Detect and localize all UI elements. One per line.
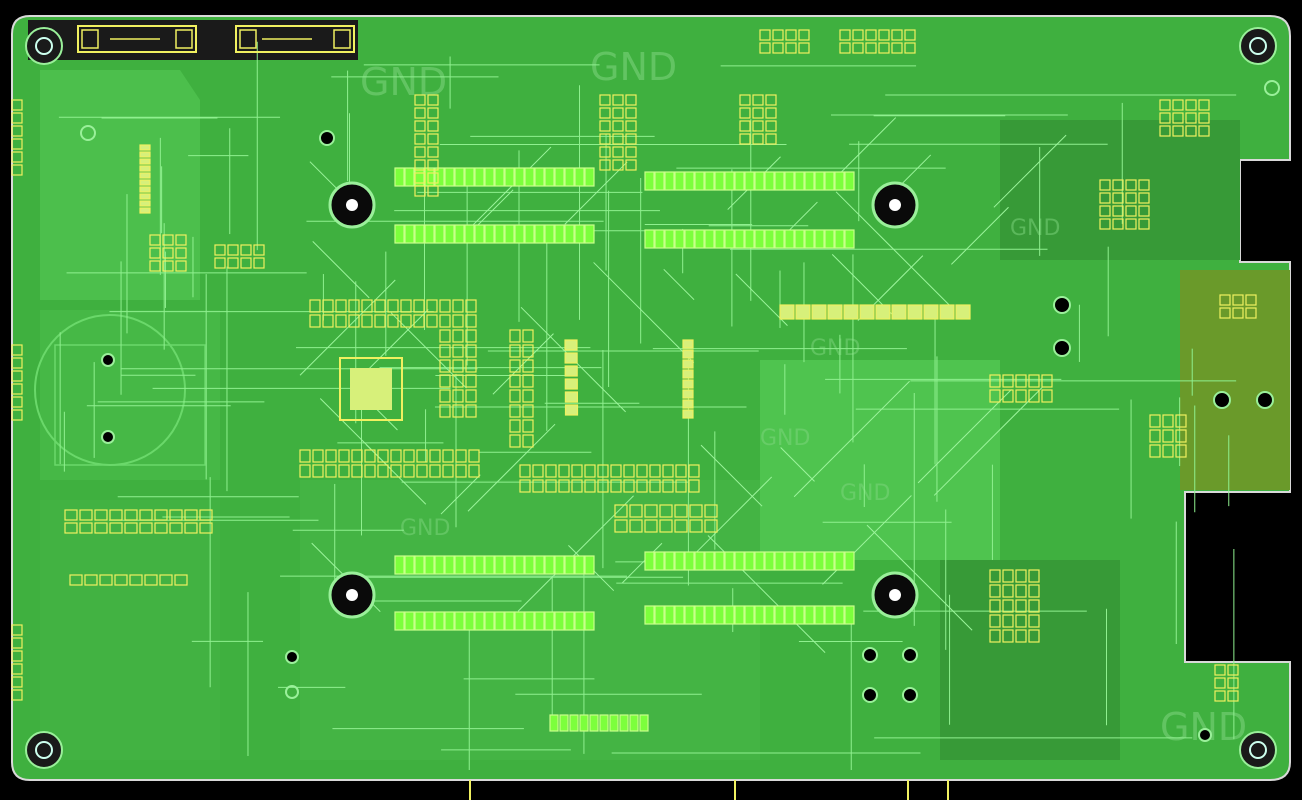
mounting-hole-br[interactable]	[1239, 731, 1277, 769]
mounting-hole-bl[interactable]	[25, 731, 63, 769]
ic-thermal-pad	[350, 368, 392, 410]
ic-qfn-footprint[interactable]	[339, 357, 403, 421]
net-label-gnd: GND	[360, 60, 447, 104]
net-label-gnd: GND	[760, 426, 810, 451]
via-hole-2[interactable]	[871, 181, 919, 229]
copper-pour	[1180, 270, 1290, 490]
bottom-edge-marks	[469, 780, 949, 800]
copper-pour	[40, 310, 220, 480]
small-holes	[80, 80, 1280, 742]
pad-layer	[11, 29, 1257, 732]
net-label-gnd: GND	[1010, 216, 1060, 241]
fuse-connector-left[interactable]	[77, 25, 197, 53]
mounting-hole-tl[interactable]	[25, 27, 63, 65]
copper-pour	[940, 560, 1120, 760]
via-hole-4[interactable]	[871, 571, 919, 619]
footprint-outline	[54, 344, 206, 466]
net-label-gnd: GND	[590, 45, 677, 89]
via-hole-3[interactable]	[328, 571, 376, 619]
net-label-gnd: GND	[840, 481, 890, 506]
fuse-connector-right[interactable]	[235, 25, 355, 53]
copper-pour	[760, 360, 1000, 560]
net-label-gnd: GND	[400, 516, 450, 541]
mounting-hole-tr[interactable]	[1239, 27, 1277, 65]
copper-pour	[40, 500, 220, 760]
via-hole-1[interactable]	[328, 181, 376, 229]
